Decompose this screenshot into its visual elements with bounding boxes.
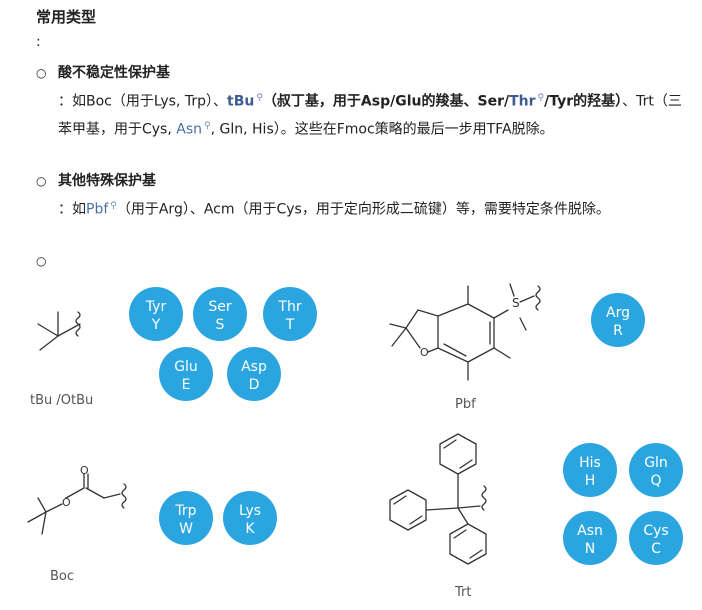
amino-acid-one-letter: Q [650, 473, 661, 489]
amino-acid-circle [227, 347, 281, 401]
bullet-icon: ○ [36, 174, 47, 188]
amino-acid-one-letter: T [285, 317, 295, 333]
para-bold-text: （叔丁基，用于Asp/Glu的羧基、Ser/ [262, 93, 510, 110]
tbu-structure [37, 311, 81, 351]
atom-o: O [420, 346, 429, 359]
amino-acid-circles: TyrYSerSThrTGluEAspDArgRTrpWLysKHisHGlnQ… [129, 287, 683, 565]
item-title-special: 其他特殊保护基 [58, 173, 156, 189]
amino-acid-one-letter: W [179, 521, 193, 537]
amino-acid-circle [563, 443, 617, 497]
label-tbu: tBu /OtBu [30, 393, 93, 408]
para-bold-text: /Tyr的羟基） [544, 93, 623, 110]
amino-acid-one-letter: E [182, 377, 191, 393]
bullet-icon: ○ [36, 66, 47, 80]
label-pbf: Pbf [455, 397, 476, 412]
label-trt: Trt [454, 585, 471, 600]
amino-acid-circle [629, 443, 683, 497]
item-paragraph-acid-labile: ：如Boc（用于Lys, Trp）、tBu⚲（叔丁基，用于Asp/Glu的羧基、… [58, 86, 690, 141]
amino-acid-one-letter: N [585, 541, 595, 557]
para-text: , Gln, His）。这些在Fmoc策略的最后一步用TFA脱除。 [210, 121, 554, 138]
amino-acid-one-letter: S [216, 317, 225, 333]
search-icon[interactable]: ⚲ [256, 93, 263, 103]
asn-link[interactable]: Asn [176, 121, 203, 138]
para-text: 、Trt（三苯甲基，用于Cys, [58, 93, 682, 138]
search-icon[interactable]: ⚲ [110, 201, 117, 211]
bullet-icon: ○ [36, 254, 47, 268]
protecting-groups-figure: S O O O tBu /OtBu Pbf Boc Trt TyrYSerSTh… [27, 283, 683, 600]
amino-acid-three-letter: Ser [208, 299, 232, 315]
amino-acid-three-letter: Gln [644, 455, 668, 471]
amino-acid-circle [159, 491, 213, 545]
trt-structure [389, 433, 487, 565]
tbu-link[interactable]: tBu [227, 93, 255, 110]
amino-acid-circle [223, 491, 277, 545]
amino-acid-circle [591, 293, 645, 347]
amino-acid-circle [263, 287, 317, 341]
section-heading: 常用类型 [36, 8, 97, 26]
amino-acid-one-letter: D [249, 377, 260, 393]
thr-link[interactable]: Thr [509, 93, 536, 110]
amino-acid-one-letter: R [613, 323, 623, 339]
amino-acid-three-letter: Cys [643, 523, 668, 539]
amino-acid-circle [159, 347, 213, 401]
label-boc: Boc [50, 569, 74, 584]
para-text: ：如Boc（用于Lys, Trp）、 [58, 93, 227, 110]
amino-acid-three-letter: Glu [174, 359, 198, 375]
amino-acid-three-letter: Tyr [145, 299, 167, 315]
amino-acid-three-letter: Lys [239, 503, 261, 519]
colon-text: : [36, 34, 41, 50]
search-icon[interactable]: ⚲ [204, 120, 211, 131]
boc-structure [27, 473, 127, 535]
amino-acid-three-letter: Arg [606, 305, 630, 321]
atom-o: O [62, 496, 71, 509]
atom-o: O [80, 464, 89, 477]
para-text: ：如 [58, 201, 86, 218]
amino-acid-three-letter: Asn [577, 523, 603, 539]
para-text: （用于Arg）、Acm（用于Cys，用于定向形成二硫键）等，需要特定条件脱除。 [116, 201, 610, 218]
pbf-structure [389, 283, 541, 381]
amino-acid-three-letter: His [579, 455, 601, 471]
amino-acid-circle [129, 287, 183, 341]
amino-acid-circle [629, 511, 683, 565]
amino-acid-three-letter: Trp [174, 503, 196, 519]
item-paragraph-special: ：如Pbf⚲（用于Arg）、Acm（用于Cys，用于定向形成二硫键）等，需要特定… [58, 194, 690, 222]
search-icon[interactable]: ⚲ [537, 93, 545, 103]
item-title-acid-labile: 酸不稳定性保护基 [58, 65, 170, 81]
atom-s: S [512, 296, 520, 310]
amino-acid-three-letter: Asp [241, 359, 267, 375]
amino-acid-three-letter: Thr [277, 299, 301, 315]
amino-acid-one-letter: C [651, 541, 661, 557]
amino-acid-circle [193, 287, 247, 341]
amino-acid-circle [563, 511, 617, 565]
amino-acid-one-letter: Y [151, 317, 161, 333]
pbf-link[interactable]: Pbf [86, 201, 109, 218]
amino-acid-one-letter: K [245, 521, 255, 537]
amino-acid-one-letter: H [585, 473, 596, 489]
